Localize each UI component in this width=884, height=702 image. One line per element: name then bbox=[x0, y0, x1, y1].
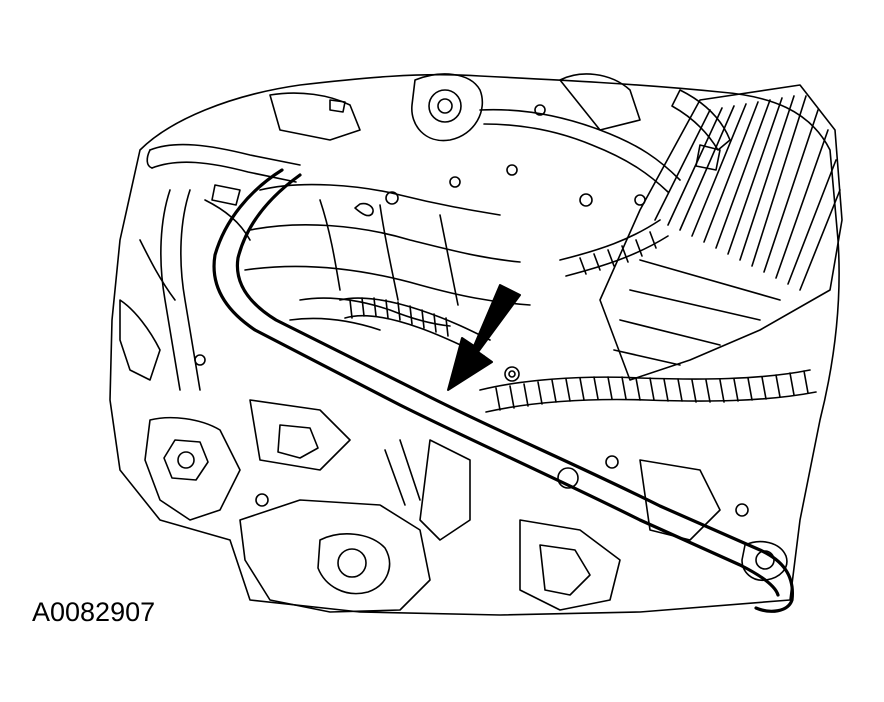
wiring-harness bbox=[339, 219, 817, 413]
top-fittings bbox=[269, 73, 731, 193]
engine-outline bbox=[109, 73, 840, 616]
coolant-tube bbox=[212, 168, 795, 613]
intake-manifold bbox=[244, 183, 531, 331]
tube-end-fitting bbox=[741, 540, 788, 582]
lower-block bbox=[144, 399, 721, 613]
valve-cover bbox=[599, 84, 843, 381]
figure-code: A0082907 bbox=[32, 597, 156, 627]
bolts bbox=[194, 191, 749, 517]
arrow-down-left-icon bbox=[447, 284, 521, 391]
